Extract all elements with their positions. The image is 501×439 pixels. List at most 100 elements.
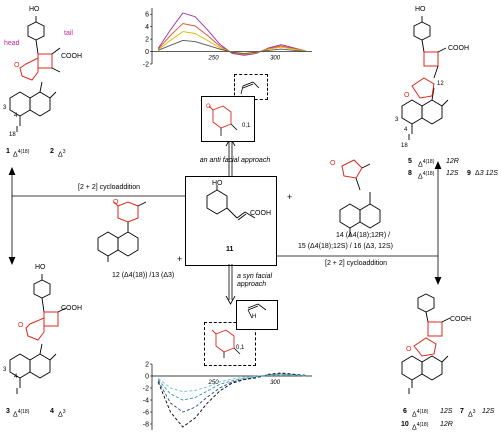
plus-left: +	[177, 254, 183, 264]
y-tick-label: -2	[143, 386, 149, 393]
c5-n12: 12	[437, 81, 444, 87]
series-line-1	[157, 23, 306, 56]
c1-num1: 1	[6, 148, 10, 155]
c3-n4: 4	[14, 374, 18, 380]
c1-head: head	[4, 40, 20, 47]
c5-num8: 8	[408, 170, 412, 177]
series-line-0	[157, 12, 306, 56]
c1-n4: 4	[14, 113, 18, 119]
c5-cooh: COOH	[448, 45, 469, 52]
compound-11-structure	[206, 185, 256, 221]
anti-ts-o: O	[206, 104, 211, 110]
c8-delta: Δ4(18)	[418, 171, 435, 181]
syn-ts-dashed-box	[204, 322, 256, 366]
c6-s12: 12S	[440, 408, 453, 415]
c5-ho: HO	[415, 6, 426, 13]
compound-11-label: 11	[226, 246, 234, 253]
c6-num6: 6	[403, 408, 407, 415]
y-tick-label: 0	[145, 49, 149, 56]
c1-n18: 18	[9, 132, 16, 138]
bottom-chart-lines	[157, 372, 306, 428]
syn-ts-box	[236, 300, 278, 330]
compound-5-8-9-structure	[401, 16, 449, 140]
y-tick-label: -6	[143, 410, 149, 417]
compound-1-2-structure	[9, 16, 61, 132]
compound-11-cooh: COOH	[250, 210, 271, 217]
c6-num7: 7	[460, 408, 464, 415]
c6-num10: 10	[401, 421, 409, 428]
compound-6-7-10-structure	[401, 293, 451, 394]
x-tick-label: 300	[270, 380, 281, 386]
compound-3-4-structure	[9, 274, 67, 394]
c5-num9: 9	[467, 170, 471, 177]
c1-delta: Δ4(18)	[13, 149, 30, 159]
c1-n3: 3	[3, 105, 7, 111]
y-tick-label: 2	[145, 362, 149, 369]
c1-ho: HO	[29, 6, 40, 13]
syn-ts-h: H	[252, 314, 257, 320]
c6-cooh: COOH	[450, 316, 471, 323]
series-line-3	[158, 39, 306, 54]
c3-n3: 3	[3, 367, 7, 373]
compound-14-15-16-structure	[339, 159, 381, 236]
cycloaddition-left-label: [2 + 2] cycloaddition	[78, 184, 141, 191]
c5-n4: 4	[404, 127, 408, 133]
y-tick-label: 2	[145, 37, 149, 44]
c3-cooh: COOH	[61, 305, 82, 312]
series-line-2	[157, 373, 306, 401]
c6-o: O	[406, 346, 412, 353]
c5-delta: Δ4(18)	[418, 159, 435, 169]
syn-ts-n01: 0,1	[236, 345, 245, 351]
compound-12-13-structure	[97, 201, 147, 262]
c14-label: 14 (Δ4(18);12R) /	[336, 232, 391, 239]
c12-label: 12 (Δ4(18)) /13 (Δ3)	[112, 272, 175, 279]
c12-o: O	[113, 199, 119, 206]
c9-delta: Δ3 12S	[475, 170, 498, 177]
c10-r12: 12R	[440, 421, 453, 428]
y-tick-label: -4	[143, 398, 149, 405]
c3-num3: 3	[6, 408, 10, 415]
syn-approach-label: a syn facial approach	[237, 273, 273, 288]
c5-o: O	[404, 92, 410, 99]
top-chart-lines	[157, 12, 306, 56]
anti-ts-n01: 0,1	[242, 123, 251, 129]
syn-ts-structure	[211, 303, 267, 358]
c1-num2: 2	[50, 148, 54, 155]
y-tick-label: 6	[145, 12, 149, 19]
c5-num5: 5	[408, 158, 412, 165]
c3-delta: Δ4(18)	[13, 409, 30, 419]
c3-o: O	[18, 322, 24, 329]
c7-s12: 12S	[482, 408, 495, 415]
center-box	[185, 176, 277, 266]
y-tick-label: 4	[145, 24, 149, 31]
c5-n18: 18	[401, 143, 408, 149]
anti-ts-box	[201, 96, 255, 142]
c1-tail: tail	[64, 30, 73, 37]
series-line-1	[157, 373, 306, 413]
c5-n3: 3	[395, 117, 399, 123]
compound-11-ho: HO	[212, 180, 223, 187]
x-tick-label: 300	[270, 56, 281, 62]
c10-delta: Δ4(18)	[412, 422, 429, 432]
c1-o: O	[14, 62, 20, 69]
c3-ho: HO	[35, 264, 46, 271]
cycloaddition-right-label: [2 + 2] cycloaddition	[325, 260, 388, 267]
c1-cooh: COOH	[61, 53, 82, 60]
c14-o: O	[330, 160, 336, 167]
c2-delta: Δ3	[58, 149, 66, 159]
anti-ts-structure	[208, 81, 260, 136]
y-tick-label: 0	[145, 374, 149, 381]
c6-delta: Δ4(18)	[412, 409, 429, 419]
anti-approach-label: an anti facial approach	[199, 157, 271, 164]
c15-16-label: 15 (Δ4(18);12S) / 16 (Δ3, 12S)	[298, 243, 393, 250]
series-line-0	[157, 372, 306, 428]
c5-r12: 12R	[446, 158, 459, 165]
y-tick-label: -8	[143, 422, 149, 429]
plus-right: +	[287, 192, 293, 202]
c7-delta: Δ3	[468, 409, 476, 419]
